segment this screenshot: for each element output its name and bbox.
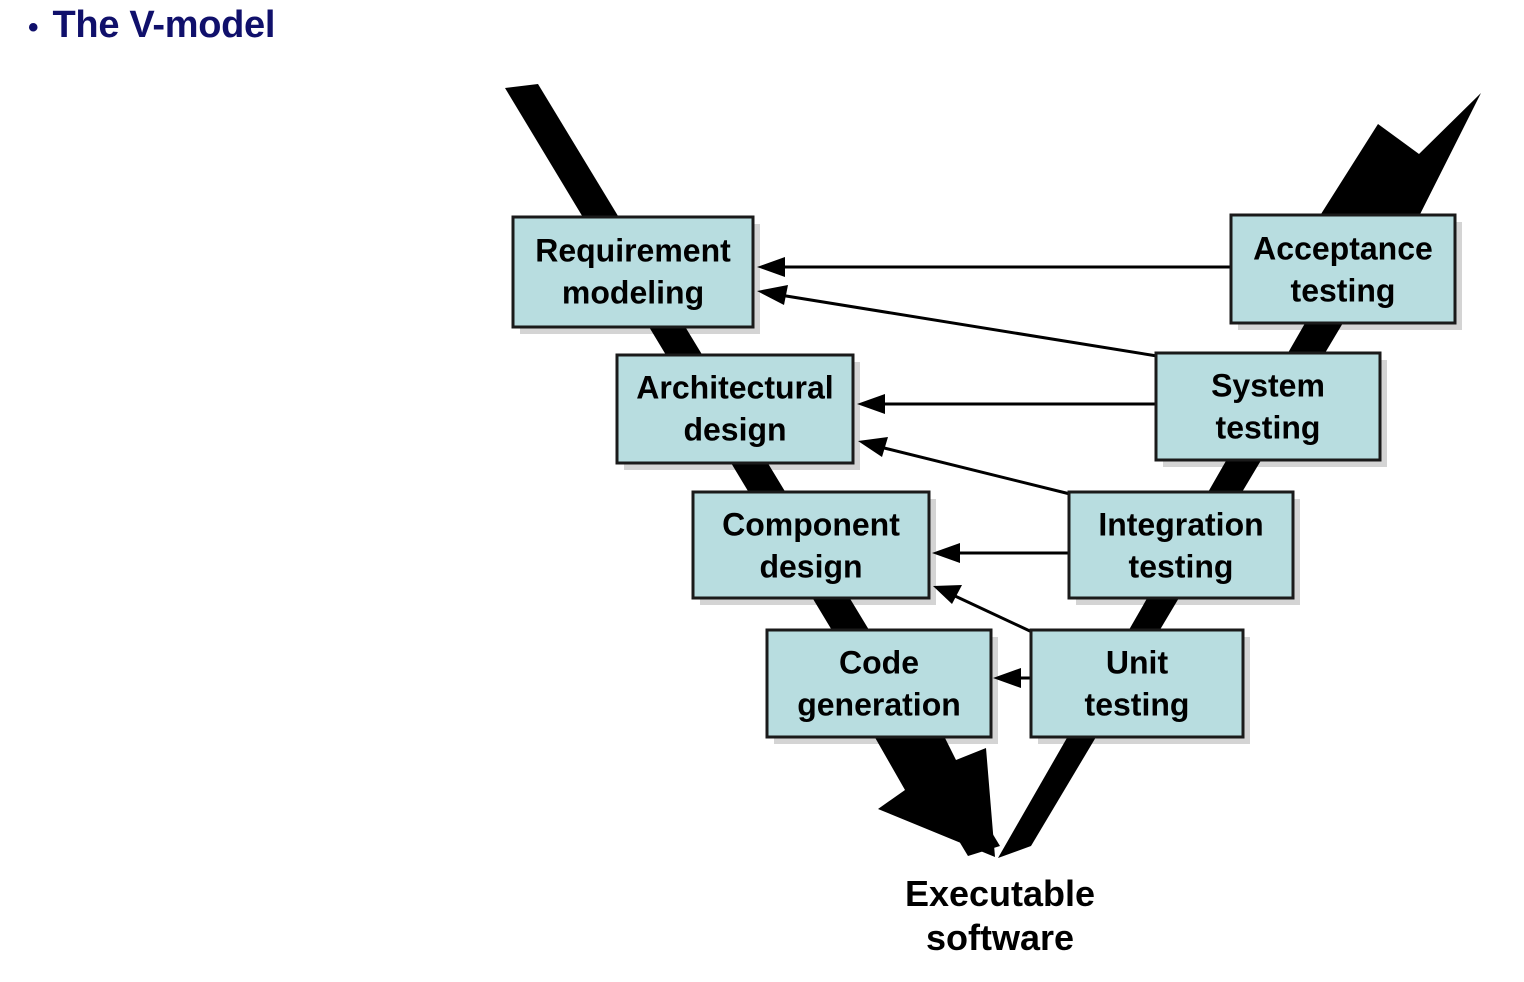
node-acceptance-testing[interactable]: Acceptance testing xyxy=(1229,213,1462,330)
node-code-generation-line1: Code xyxy=(839,644,919,680)
node-requirement-modeling-box[interactable] xyxy=(511,215,755,329)
development-arm-arrowhead xyxy=(869,700,995,857)
node-component-design-line2: design xyxy=(759,548,862,584)
node-unit-testing[interactable]: Unit testing xyxy=(1029,628,1250,744)
arrow-acceptance-to-requirement xyxy=(757,257,1231,277)
node-integration-testing-box[interactable] xyxy=(1067,490,1295,600)
arrow-system-to-architectural xyxy=(857,394,1156,414)
node-acceptance-testing-box[interactable] xyxy=(1229,213,1457,325)
arrow-unit-to-code xyxy=(993,668,1031,688)
node-integration-testing-line1: Integration xyxy=(1098,506,1263,542)
node-component-design-line1: Component xyxy=(722,506,900,542)
node-component-design-box[interactable] xyxy=(691,490,931,600)
node-architectural-design[interactable]: Architectural design xyxy=(615,353,860,470)
node-architectural-design-line1: Architectural xyxy=(636,369,833,405)
node-architectural-design-box[interactable] xyxy=(615,353,855,465)
node-component-design[interactable]: Component design xyxy=(691,490,936,605)
node-integration-testing-line2: testing xyxy=(1129,548,1234,584)
node-integration-testing[interactable]: Integration testing xyxy=(1067,490,1300,605)
validation-arm-arrowhead xyxy=(1309,93,1481,272)
node-code-generation-line2: generation xyxy=(797,686,961,722)
node-code-generation-box[interactable] xyxy=(765,628,993,739)
node-requirement-modeling-line2: modeling xyxy=(562,274,704,310)
node-code-generation[interactable]: Code generation xyxy=(765,628,998,744)
node-system-testing-line2: testing xyxy=(1216,409,1321,445)
outcome-line1: Executable xyxy=(905,873,1095,914)
arrow-system-to-requirement xyxy=(757,285,1158,358)
node-requirement-modeling-line1: Requirement xyxy=(535,232,731,268)
node-acceptance-testing-line2: testing xyxy=(1291,272,1396,308)
node-requirement-modeling[interactable]: Requirement modeling xyxy=(511,215,760,334)
outcome-executable-software: Executable software xyxy=(905,873,1095,958)
node-architectural-design-line2: design xyxy=(683,411,786,447)
node-acceptance-testing-line1: Acceptance xyxy=(1253,230,1433,266)
arrow-unit-to-component xyxy=(933,585,1033,634)
node-system-testing-box[interactable] xyxy=(1154,351,1382,462)
arrow-integration-to-component xyxy=(932,543,1069,563)
node-unit-testing-box[interactable] xyxy=(1029,628,1245,739)
node-unit-testing-line2: testing xyxy=(1085,686,1190,722)
outcome-line2: software xyxy=(926,917,1074,958)
node-unit-testing-line1: Unit xyxy=(1106,644,1169,680)
bullet-icon: • xyxy=(28,11,39,44)
slide-title-text: The V-model xyxy=(52,4,276,46)
node-system-testing[interactable]: System testing xyxy=(1154,351,1387,467)
node-system-testing-line1: System xyxy=(1211,367,1325,403)
page-title: • The V-model xyxy=(28,4,275,47)
arrow-integration-to-architectural xyxy=(858,437,1071,496)
feedback-arrows xyxy=(757,257,1231,688)
